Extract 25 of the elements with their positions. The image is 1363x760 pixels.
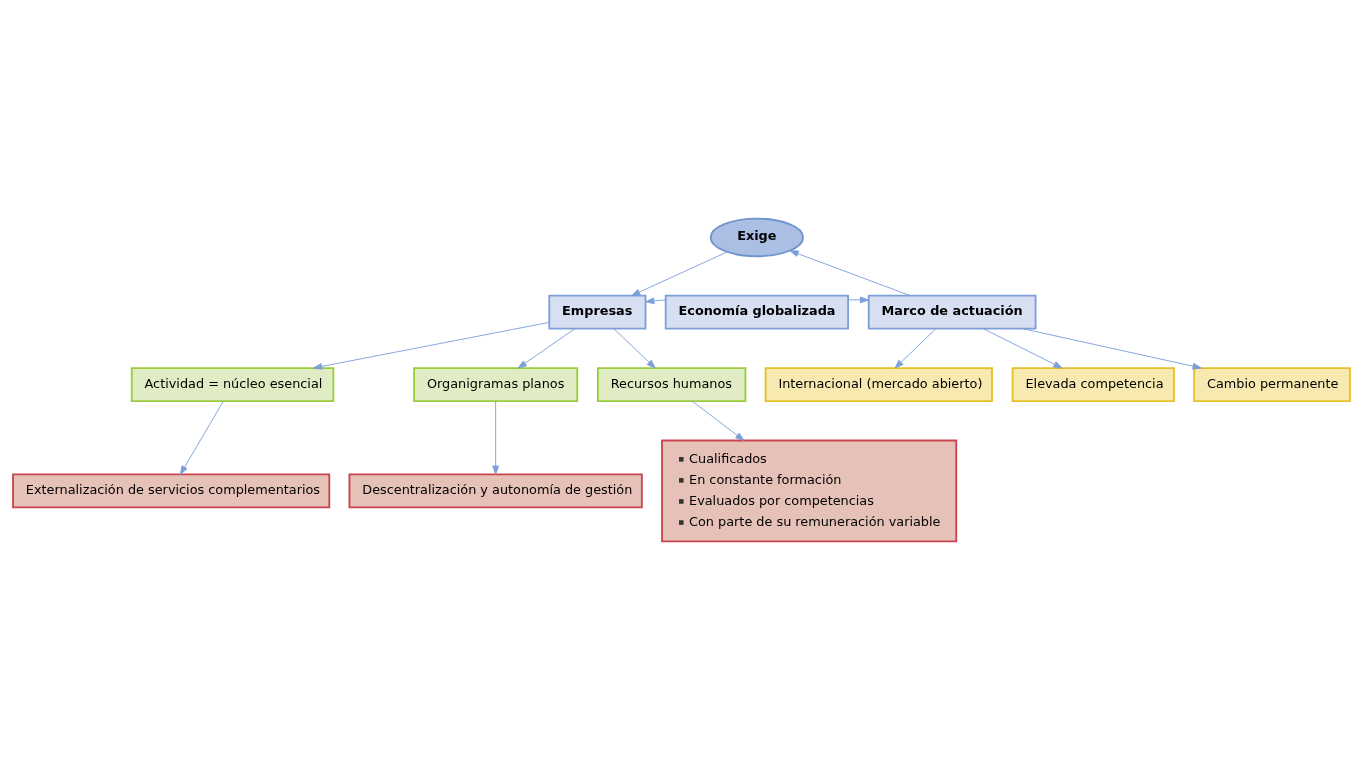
arrow [631, 251, 728, 297]
arrow [492, 400, 499, 475]
node-box: Internacional (mercado abierto) [764, 367, 993, 402]
arrow [1022, 328, 1202, 370]
node-box: Organigramas planos [413, 367, 579, 402]
node-box: Descentralización y autonomía de gestión [348, 473, 643, 509]
arrow [983, 328, 1063, 369]
node-box: Economía globalizada [664, 294, 849, 330]
node-box: Marco de actuación [867, 294, 1037, 330]
node-box: Externalización de servicios complementarios [12, 473, 331, 509]
node-box: Recursos humanos [596, 367, 747, 402]
arrow [517, 328, 576, 369]
node-box: Actividad = núcleo esencial [130, 367, 335, 402]
arrow [645, 297, 667, 305]
node-box: Cualificados En constante formación Evaluados por competencias Con parte de su remuneración variable [661, 439, 958, 543]
arrow [894, 328, 937, 369]
arrow [179, 400, 224, 475]
node-box: Elevada competencia [1011, 367, 1175, 402]
arrow [613, 328, 656, 369]
arrow [312, 322, 550, 370]
node-box: Empresas [548, 294, 647, 330]
arrow [691, 400, 745, 441]
arrow [847, 296, 870, 304]
node-box: Cambio permanente [1193, 367, 1351, 402]
arrow [789, 250, 911, 297]
